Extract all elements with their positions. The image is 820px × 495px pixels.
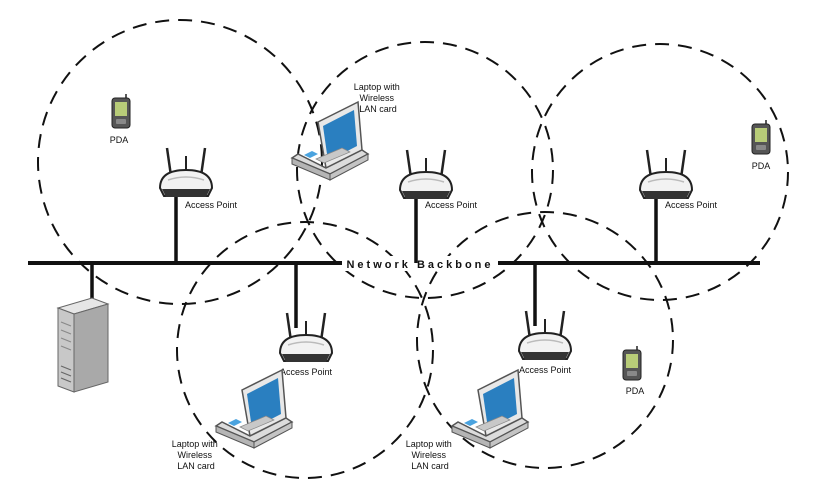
access-point-label: Access Point bbox=[185, 200, 238, 210]
laptop-icon bbox=[215, 369, 293, 449]
coverage-cell-ap-3 bbox=[531, 43, 789, 301]
laptop-label: Laptop with Wireless LAN card bbox=[354, 82, 403, 114]
laptop-icon bbox=[291, 101, 369, 181]
access-point-label: Access Point bbox=[280, 367, 333, 377]
pda-icon bbox=[111, 93, 131, 129]
pda-icon bbox=[751, 119, 771, 155]
pda-icon bbox=[622, 345, 642, 381]
pda-label: PDA bbox=[626, 386, 645, 396]
access-point-label: Access Point bbox=[425, 200, 478, 210]
access-point-icon bbox=[278, 311, 334, 364]
access-point-icon bbox=[638, 148, 694, 201]
pda-label: PDA bbox=[752, 161, 771, 171]
access-point-icon bbox=[398, 148, 454, 201]
laptop-label: Laptop with Wireless LAN card bbox=[406, 439, 455, 471]
access-point-icon bbox=[158, 146, 214, 199]
network-backbone-label: Network Backbone bbox=[346, 259, 493, 271]
laptop-icon bbox=[451, 369, 529, 449]
coverage-cell-ap-5 bbox=[416, 211, 674, 469]
pda-label: PDA bbox=[110, 135, 129, 145]
server-icon bbox=[56, 297, 110, 393]
coverage-cell-ap-2 bbox=[296, 41, 554, 299]
access-point-label: Access Point bbox=[519, 365, 572, 375]
coverage-cell-ap-4 bbox=[176, 221, 434, 479]
access-point-label: Access Point bbox=[665, 200, 718, 210]
access-point-icon bbox=[517, 309, 573, 362]
laptop-label: Laptop with Wireless LAN card bbox=[172, 439, 221, 471]
